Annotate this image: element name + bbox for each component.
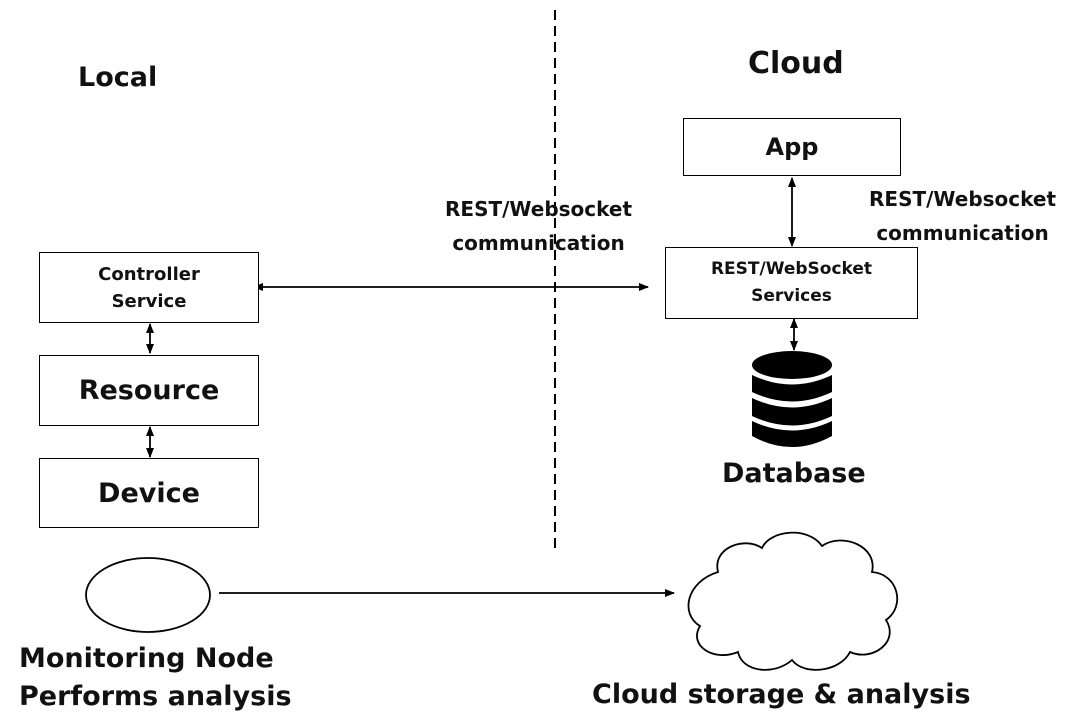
cloud-storage-icon <box>687 531 899 671</box>
monitoring-node-label-line1: Monitoring Node <box>19 643 274 674</box>
app-link-label-line1: REST/Websocket <box>869 187 1057 211</box>
resource-label: Resource <box>78 375 220 406</box>
app-link-label: REST/Websocket communication <box>869 182 1056 250</box>
controller-service-label-line1: Controller <box>98 263 200 285</box>
monitoring-node-label: Monitoring Node Performs analysis <box>19 640 292 716</box>
monitoring-node-shape <box>85 557 211 633</box>
cloud-zone-title: Cloud <box>748 46 844 81</box>
database-icon <box>752 351 832 447</box>
device-label: Device <box>98 477 200 509</box>
services-label-line2: Services <box>751 286 832 306</box>
resource-box: Resource <box>39 355 259 426</box>
device-box: Device <box>39 458 259 528</box>
cross-link-label: REST/Websocket communication <box>445 192 632 260</box>
local-zone-title: Local <box>78 62 158 93</box>
services-label-line1: REST/WebSocket <box>710 259 873 279</box>
app-link-label-line2: communication <box>876 221 1049 245</box>
database-label: Database <box>722 458 866 489</box>
rest-websocket-services-box: REST/WebSocket Services <box>665 247 918 319</box>
monitoring-node-label-line2: Performs analysis <box>19 681 292 712</box>
controller-service-label-line2: Service <box>111 290 187 312</box>
cloud-storage-label: Cloud storage & analysis <box>592 679 971 710</box>
cross-link-label-line1: REST/Websocket <box>445 197 633 221</box>
app-label: App <box>765 133 819 161</box>
cross-link-label-line2: communication <box>452 231 625 255</box>
controller-service-box: Controller Service <box>39 252 259 323</box>
app-box: App <box>683 118 901 176</box>
